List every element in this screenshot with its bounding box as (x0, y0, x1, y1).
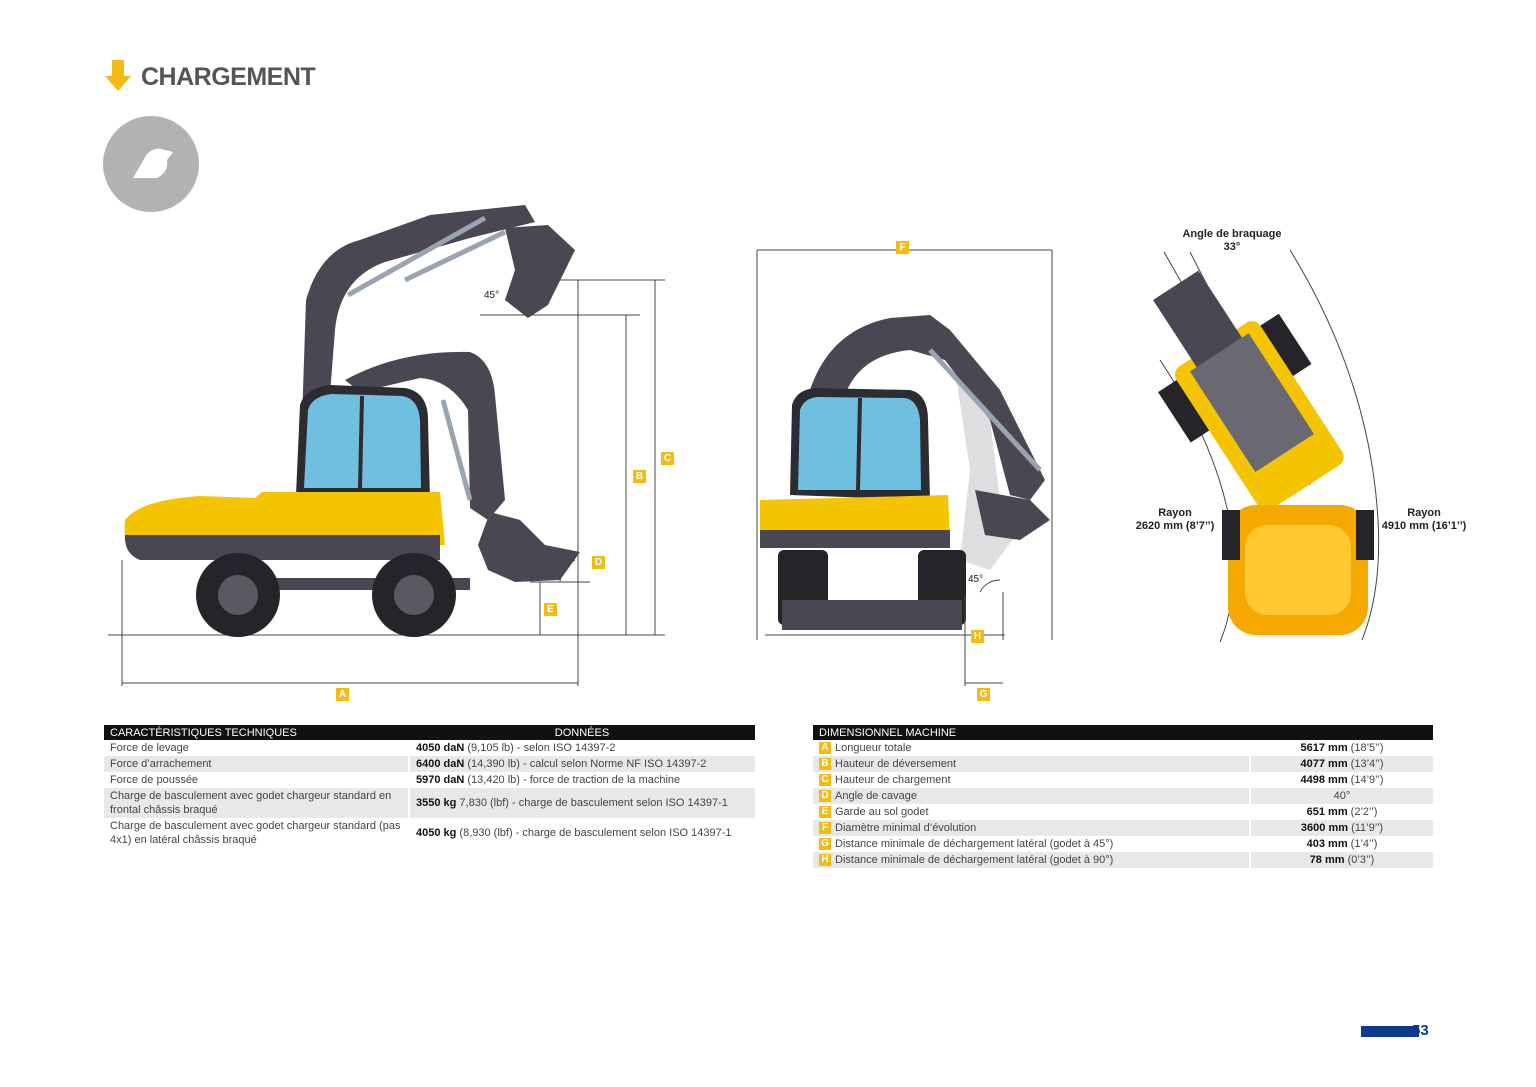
steering-angle-title: Angle de braquage (1182, 228, 1282, 240)
inner-radius-title: Rayon (1158, 507, 1192, 519)
page-header: CHARGEMENT (103, 60, 316, 94)
dimension-label-g: G (977, 688, 990, 701)
spec-label: Force de poussée (110, 774, 199, 786)
spec-label: Force d’arrachement (104, 756, 409, 772)
dimension-label-a: A (336, 688, 349, 701)
dimensions-header: DIMENSIONNEL MACHINE (813, 725, 1433, 740)
table-row: Charge de basculement avec godet chargeu… (104, 818, 755, 848)
page-title: CHARGEMENT (141, 62, 316, 91)
table-row: Charge de basculement avec godet chargeu… (104, 788, 755, 818)
dimension-label-e: E (544, 603, 557, 616)
tech-specs-header-left: CARACTÉRISTIQUES TECHNIQUES (104, 725, 409, 740)
dimension-label-h: H (971, 630, 984, 643)
front-angle-label: 45° (968, 574, 984, 585)
inner-radius-value: 2620 mm (8’7’’) (1135, 520, 1215, 532)
page-number: 53 (1412, 1022, 1429, 1039)
dimension-value: 40° (1249, 788, 1433, 804)
dimensions-header-title: DIMENSIONNEL MACHINE (813, 725, 1433, 740)
steering-angle-note: Angle de braquage 33° (1172, 228, 1292, 254)
dimension-value: 4077 mm (13’4’’) (1249, 756, 1433, 772)
bucket-badge (103, 116, 199, 212)
spec-value: 6400 daN (14,390 lb) - calcul selon Norm… (408, 756, 755, 772)
table-row: Force d’arrachement 6400 daN (14,390 lb)… (104, 756, 755, 772)
page-number-bar (1361, 1026, 1419, 1037)
top-view-drawing (1153, 249, 1380, 643)
dimension-value: 403 mm (1’4’’) (1249, 836, 1433, 852)
outer-radius-value: 4910 mm (16’1’’) (1381, 520, 1467, 532)
front-view-drawing (756, 249, 1053, 686)
dimension-value: 5617 mm (18’5’’) (1249, 740, 1433, 756)
tech-specs-header-right: DONNÉES (409, 725, 755, 740)
bucket-icon (133, 148, 173, 178)
spec-value: 4050 daN (9,105 lb) - selon ISO 14397-2 (408, 740, 755, 756)
steering-angle-value: 33° (1223, 241, 1241, 253)
dimension-label-b: B (633, 470, 646, 483)
dimension-label-c: C (661, 452, 674, 465)
spec-value: 5970 daN (13,420 lb) - force de traction… (408, 772, 755, 788)
dimension-value: 3600 mm (11’9’’) (1249, 820, 1433, 836)
dimension-value: 651 mm (2’2’’) (1249, 804, 1433, 820)
dimension-label-f: F (896, 241, 909, 254)
dimension-label-d: D (592, 556, 605, 569)
dimension-value: 4498 mm (14’9’’) (1249, 772, 1433, 788)
spec-label: Force de levage (110, 742, 189, 754)
table-row: Force de poussée 5970 daN (13,420 lb) - … (104, 772, 755, 788)
outer-radius-title: Rayon (1407, 507, 1441, 519)
down-arrow-icon (105, 60, 131, 91)
spec-label: Charge de basculement avec godet chargeu… (104, 788, 409, 818)
side-angle-label: 45° (484, 290, 500, 301)
tech-specs-table: CARACTÉRISTIQUES TECHNIQUES DONNÉES Forc… (104, 725, 755, 848)
outer-radius-note: Rayon 4910 mm (16’1’’) (1378, 507, 1470, 533)
inner-radius-note: Rayon 2620 mm (8’7’’) (1130, 507, 1220, 533)
table-row: Force de levage 4050 daN (9,105 lb) - se… (104, 740, 755, 756)
dimension-value: 78 mm (0’3’’) (1249, 852, 1433, 868)
tech-specs-header: CARACTÉRISTIQUES TECHNIQUES DONNÉES (104, 725, 755, 740)
side-view-drawing (108, 205, 665, 686)
spec-label: Charge de basculement avec godet chargeu… (110, 820, 401, 846)
spec-value: 3550 kg 7,830 (lbf) - charge de basculem… (408, 788, 755, 818)
spec-value: 4050 kg (8,930 (lbf) - charge de bascule… (408, 818, 755, 848)
